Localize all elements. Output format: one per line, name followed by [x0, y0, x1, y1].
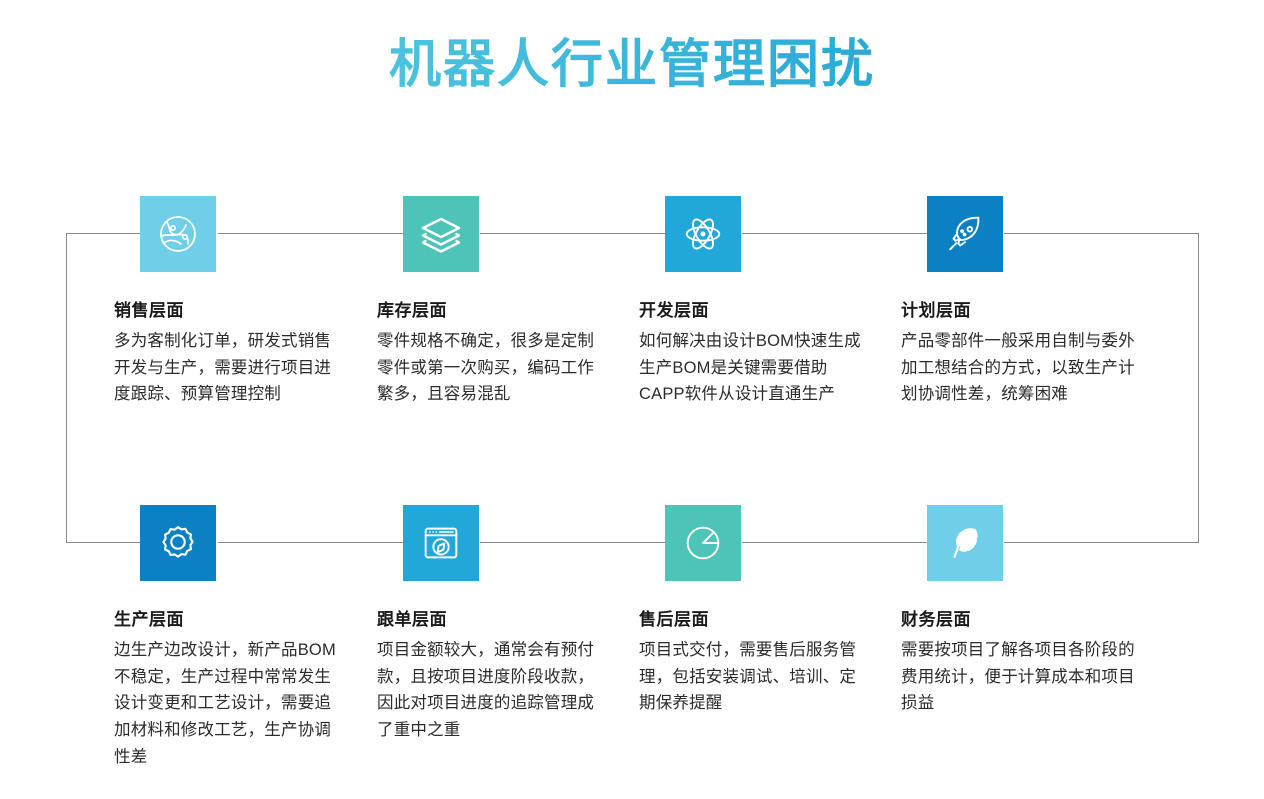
- item-description: 项目金额较大，通常会有预付款，且按项目进度阶段收款，因此对项目进度的追踪管理成了…: [377, 641, 595, 740]
- feather-icon: [927, 505, 1003, 581]
- item-after-sales[interactable]: 售后层面 项目式交付，需要售后服务管理，包括安装调试、培训、定期保养提醒: [639, 505, 901, 717]
- item-description: 需要按项目了解各项目各阶段的费用统计，便于计算成本和项目损益: [901, 641, 1135, 713]
- rocket-icon: [927, 196, 1003, 272]
- layers-stack-icon: [403, 196, 479, 272]
- item-description: 边生产边改设计，新产品BOM不稳定，生产过程中常常发生设计变更和工艺设计，需要追…: [114, 641, 336, 766]
- item-description: 产品零部件一般采用自制与委外加工想结合的方式，以致生产计划协调性差，统筹困难: [901, 332, 1135, 404]
- item-title: 生产层面: [114, 610, 184, 629]
- item-title: 库存层面: [377, 301, 447, 320]
- item-sales[interactable]: 销售层面 多为客制化订单，研发式销售开发与生产，需要进行项目进度跟踪、预算管理控…: [114, 196, 376, 408]
- browser-compass-icon: [403, 505, 479, 581]
- pie-chart-icon: [665, 505, 741, 581]
- page-title: 机器人行业管理困扰: [0, 34, 1264, 96]
- item-production[interactable]: 生产层面 边生产边改设计，新产品BOM不稳定，生产过程中常常发生设计变更和工艺设…: [114, 505, 376, 771]
- gear-icon: [140, 505, 216, 581]
- item-title: 销售层面: [114, 301, 184, 320]
- globe-network-icon: [140, 196, 216, 272]
- item-finance[interactable]: 财务层面 需要按项目了解各项目各阶段的费用统计，便于计算成本和项目损益: [901, 505, 1163, 717]
- item-description: 多为客制化订单，研发式销售开发与生产，需要进行项目进度跟踪、预算管理控制: [114, 332, 332, 404]
- item-title: 跟单层面: [377, 610, 447, 629]
- atom-icon: [665, 196, 741, 272]
- item-title: 财务层面: [901, 610, 971, 629]
- item-inventory[interactable]: 库存层面 零件规格不确定，很多是定制零件或第一次购买，编码工作繁多，且容易混乱: [377, 196, 639, 408]
- item-description: 如何解决由设计BOM快速生成生产BOM是关键需要借助CAPP软件从设计直通生产: [639, 332, 861, 404]
- item-title: 计划层面: [901, 301, 971, 320]
- item-title: 开发层面: [639, 301, 709, 320]
- item-order-tracking[interactable]: 跟单层面 项目金额较大，通常会有预付款，且按项目进度阶段收款，因此对项目进度的追…: [377, 505, 639, 744]
- item-development[interactable]: 开发层面 如何解决由设计BOM快速生成生产BOM是关键需要借助CAPP软件从设计…: [639, 196, 901, 408]
- item-description: 项目式交付，需要售后服务管理，包括安装调试、培训、定期保养提醒: [639, 641, 857, 713]
- item-planning[interactable]: 计划层面 产品零部件一般采用自制与委外加工想结合的方式，以致生产计划协调性差，统…: [901, 196, 1163, 408]
- item-title: 售后层面: [639, 610, 709, 629]
- item-description: 零件规格不确定，很多是定制零件或第一次购买，编码工作繁多，且容易混乱: [377, 332, 595, 404]
